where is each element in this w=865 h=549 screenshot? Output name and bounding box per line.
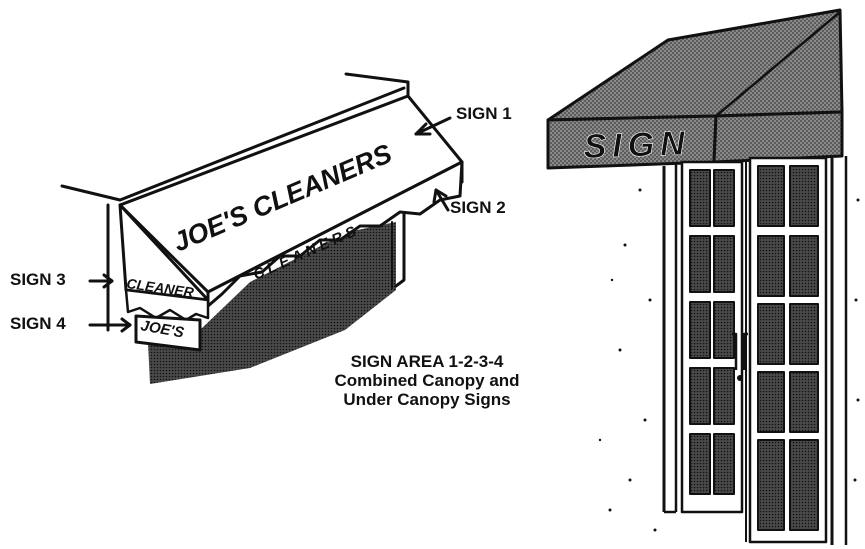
caption-line-1: SIGN AREA 1-2-3-4 bbox=[350, 352, 504, 371]
sign-area-caption: SIGN AREA 1-2-3-4 Combined Canopy and Un… bbox=[282, 352, 572, 409]
arrow-sign1 bbox=[414, 116, 452, 136]
door-handle-left bbox=[732, 332, 738, 370]
label-sign-4: SIGN 4 bbox=[10, 314, 66, 333]
under-awning-shadow bbox=[148, 222, 396, 384]
canopy-sign-text: SIGN bbox=[583, 124, 691, 166]
wall-speckles bbox=[598, 188, 860, 532]
awning-valance bbox=[206, 160, 464, 308]
label-sign-2: SIGN 2 bbox=[450, 198, 506, 217]
label-sign-1: SIGN 1 bbox=[456, 104, 512, 123]
label-sign-3: SIGN 3 bbox=[10, 270, 66, 289]
awning-illustration: JOE'S CLEANERS CLEANERS CLEANER JOE'S bbox=[60, 72, 464, 384]
arrow-sign4 bbox=[88, 317, 132, 333]
caption-line-2: Combined Canopy and bbox=[334, 371, 520, 390]
under-canopy-sign-board bbox=[134, 314, 202, 352]
door-handle-right bbox=[742, 332, 748, 370]
arrow-sign3 bbox=[88, 273, 114, 289]
canopy-top bbox=[546, 8, 844, 122]
canopy-side-face bbox=[712, 110, 844, 164]
arrow-sign2 bbox=[432, 188, 450, 212]
caption-line-3: Under Canopy Signs bbox=[343, 390, 511, 409]
canopy-door-illustration: SIGN bbox=[546, 8, 860, 545]
